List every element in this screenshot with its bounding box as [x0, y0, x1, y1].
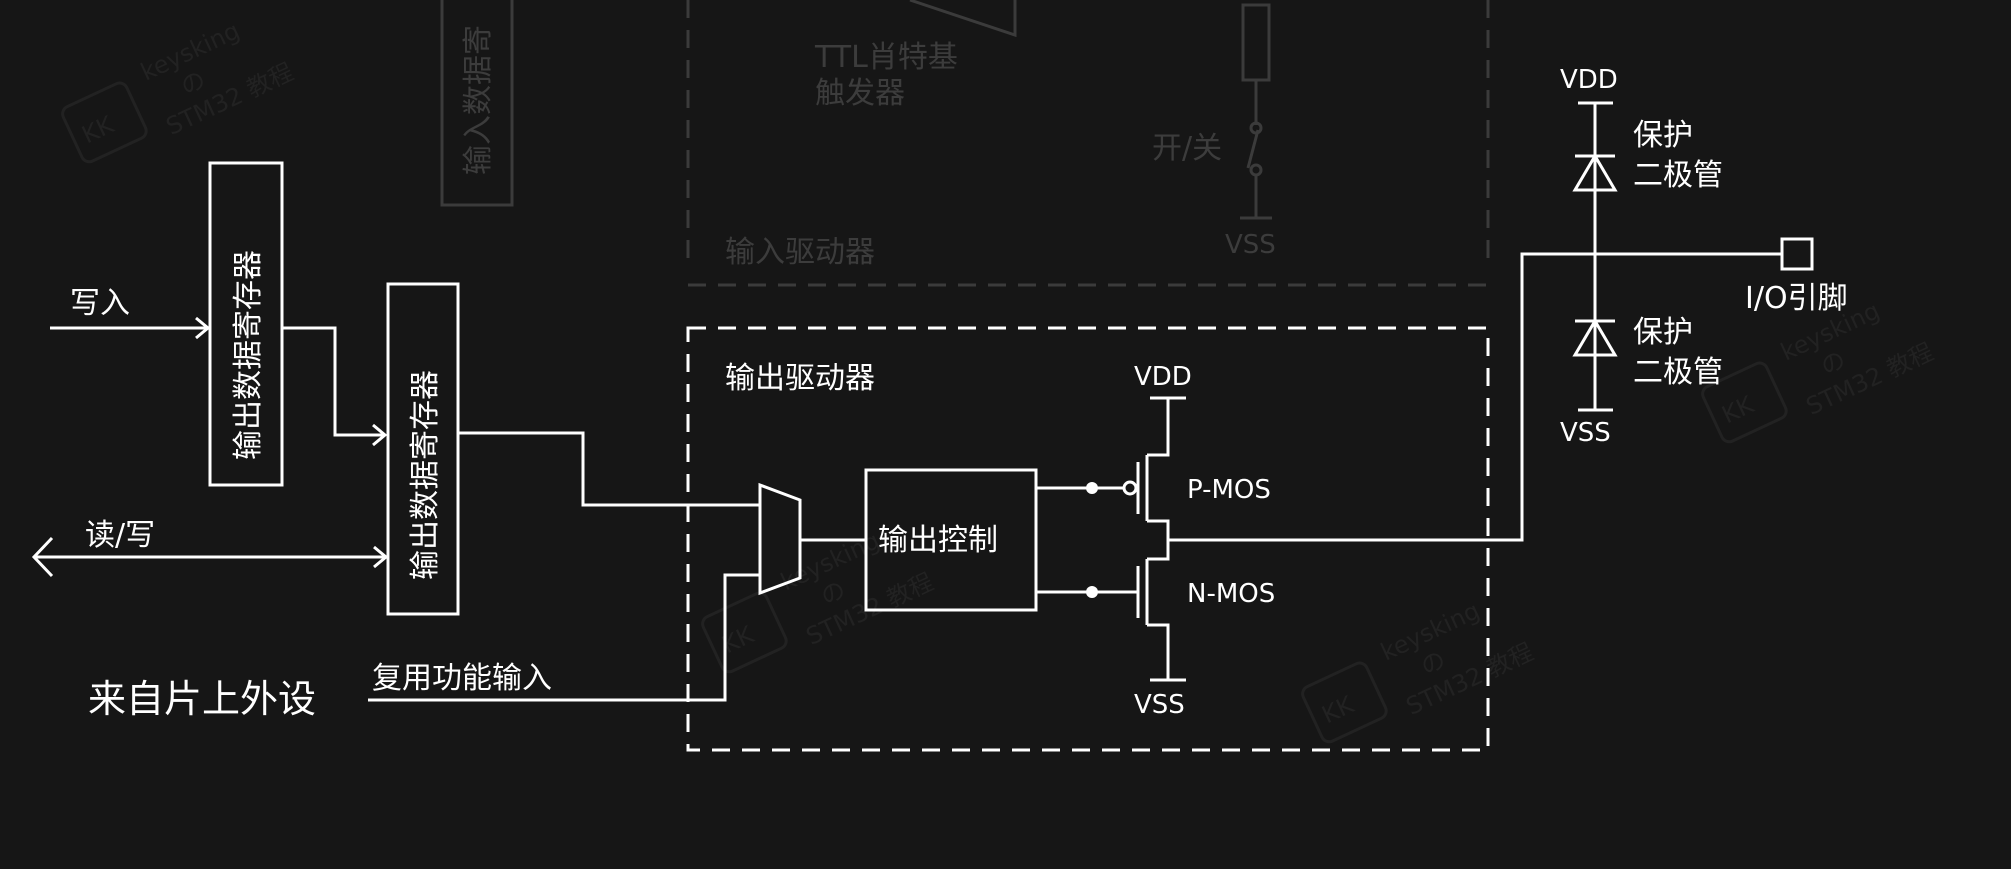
n-mos-source-wire [1147, 623, 1170, 680]
io-pin-label: I/O引脚 [1745, 281, 1848, 316]
output-data-register-2-label: 输出数据寄存器 [408, 370, 443, 580]
output-data-register-1-box [208, 161, 284, 487]
watermark-tile: KK keysking の STM32 教程 [61, 16, 298, 164]
watermark-logo-box [1301, 661, 1388, 744]
vdd-mos-label: VDD [1134, 362, 1192, 392]
vss-right-label: VSS [1560, 418, 1611, 448]
input-section-dimmed: 输入数据寄 TTL肖特基 触发器 开/关 VSS 输入驱动器 [440, 0, 1490, 287]
read-write-label: 读/写 [85, 518, 155, 553]
write-label: 写入 [70, 286, 130, 321]
alt-function-input-label: 复用功能输入 [372, 661, 552, 696]
output-control-label: 输出控制 [878, 523, 998, 558]
input-data-register-label: 输入数据寄 [461, 25, 496, 175]
output-data-register-1-label: 输出数据寄存器 [231, 250, 266, 460]
vss-mos-label: VSS [1134, 690, 1185, 720]
protect-diode-bottom-label-2: 二极管 [1633, 355, 1723, 390]
read-write-arrow-left [31, 536, 54, 578]
write-path: 写入 输出数据寄存器 [50, 161, 388, 487]
register-1-to-2-arrow [372, 423, 388, 447]
output-driver-label: 输出驱动器 [725, 361, 875, 396]
n-mos-label: N-MOS [1187, 579, 1275, 609]
switch-contact-bottom [1249, 163, 1263, 177]
output-driver-border [686, 326, 1490, 752]
p-mos-inversion-bubble [1122, 480, 1138, 496]
p-mos-source-wire [1147, 398, 1170, 457]
io-pin-box [1780, 237, 1814, 271]
output-control-box [864, 468, 1038, 612]
watermark-logo-box [1701, 361, 1788, 444]
register-1-to-2-wire [282, 326, 385, 437]
p-mos-drain-wire [1147, 519, 1170, 540]
protect-diode-bottom-label-1: 保护 [1633, 315, 1693, 350]
pull-resistor-shape [1241, 3, 1271, 82]
output-driver: 输出驱动器 输出控制 VDD P-MOS VSS N-MOS [686, 252, 1782, 752]
from-peripheral-label: 来自片上外设 [88, 677, 316, 721]
vdd-right-label: VDD [1560, 65, 1618, 95]
n-mos-drain-wire [1147, 540, 1170, 561]
write-arrow-head [195, 316, 211, 340]
schmitt-trigger-shape [909, 0, 1017, 38]
output-mux [758, 482, 802, 596]
p-mos-gate-node [1086, 482, 1098, 494]
switch-blade [1246, 129, 1260, 169]
read-write-arrow-right [373, 545, 389, 569]
n-mos-gate-node [1086, 586, 1098, 598]
watermark-tile: KK keysking の STM32 教程 [1301, 596, 1538, 744]
register-to-mux-wire [458, 431, 760, 507]
output-data-register-2-box [386, 282, 460, 616]
protection-and-pin: VDD 保护 二极管 保护 二极管 VSS I/O引脚 [1560, 65, 1848, 448]
ttl-schmitt-label-2: 触发器 [815, 76, 905, 111]
watermark-logo: KK [1718, 390, 1760, 429]
ttl-schmitt-label-1: TTL肖特基 [814, 40, 958, 75]
input-data-register-box [440, 0, 514, 207]
p-mos-label: P-MOS [1187, 475, 1271, 505]
watermark-logo: KK [78, 110, 120, 149]
watermark-logo: KK [1318, 690, 1360, 729]
alt-function-wire [368, 573, 760, 702]
protect-diode-top-label-2: 二极管 [1633, 158, 1723, 193]
alt-function-path: 来自片上外设 复用功能输入 [88, 573, 760, 721]
protect-diode-top [1572, 153, 1618, 192]
protect-diode-top-label-1: 保护 [1633, 118, 1693, 153]
switch-contact-top [1249, 121, 1263, 135]
watermark-logo-box [61, 81, 148, 164]
watermark-logo-box [701, 591, 788, 674]
protect-diode-bottom [1572, 318, 1618, 357]
input-driver-label: 输入驱动器 [725, 235, 875, 270]
vss-top-label: VSS [1225, 230, 1276, 260]
read-write-path: 输出数据寄存器 读/写 [31, 282, 760, 616]
on-off-label: 开/关 [1152, 131, 1222, 166]
output-to-pin-wire [1168, 252, 1782, 542]
